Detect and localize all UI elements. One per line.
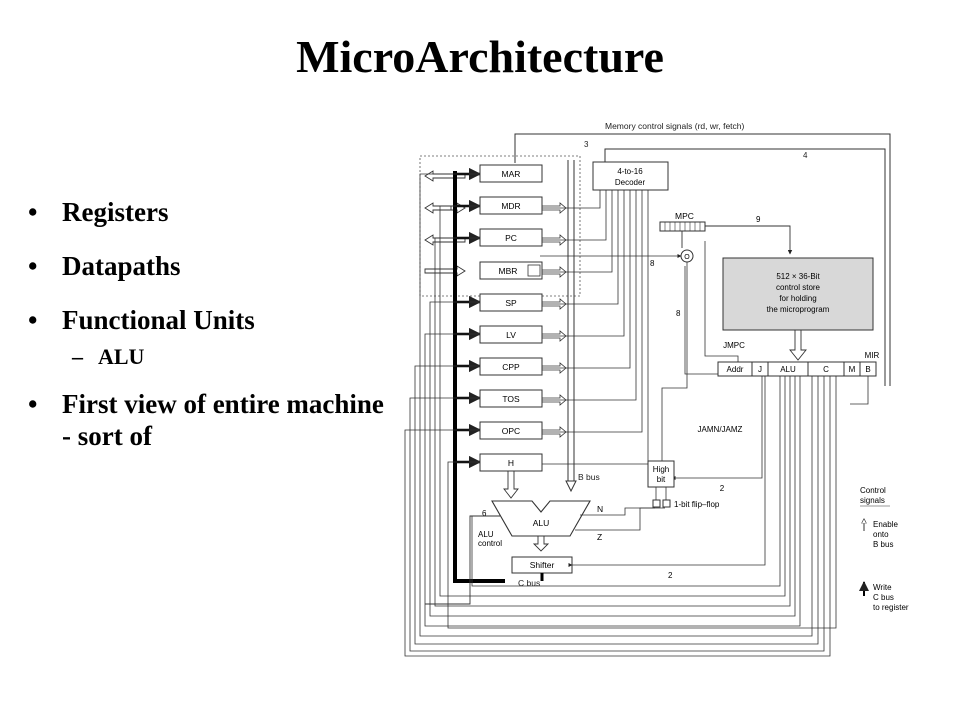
svg-text:bit: bit: [657, 475, 666, 484]
svg-text:MBR: MBR: [499, 266, 518, 276]
svg-text:8: 8: [650, 259, 655, 268]
h-to-alu-arrow: [503, 470, 519, 499]
svg-text:JMPC: JMPC: [723, 341, 745, 350]
memory-arrows: [424, 170, 466, 277]
control-signals-legend: Control signals Enable onto B bus Write …: [859, 486, 909, 612]
svg-text:for holding: for holding: [779, 294, 816, 303]
svg-text:MIR: MIR: [865, 351, 880, 360]
svg-text:2: 2: [720, 484, 725, 493]
bullet-dot: •: [28, 197, 38, 227]
decoder: 4-to-16 Decoder: [542, 161, 669, 465]
svg-text:CPP: CPP: [502, 362, 520, 372]
svg-text:the microprogram: the microprogram: [767, 305, 830, 314]
register-lv: LV: [479, 325, 543, 344]
bullet-datapaths: •Datapaths: [28, 251, 181, 281]
register-h: H: [479, 453, 543, 472]
register-mbr: MBR: [479, 261, 543, 280]
bus-width-3: 3: [584, 140, 589, 149]
svg-text:Addr: Addr: [727, 365, 744, 374]
memory-control-signals: Memory control signals (rd, wr, fetch) 3…: [514, 121, 891, 386]
register-pc: PC: [479, 228, 543, 247]
svg-text:8: 8: [676, 309, 681, 318]
svg-text:MAR: MAR: [502, 169, 521, 179]
svg-text:C bus: C bus: [873, 593, 894, 602]
register-mdr: MDR: [479, 196, 543, 215]
svg-text:B bus: B bus: [873, 540, 893, 549]
high-bit: High bit 1-bit flip–flop: [647, 460, 720, 509]
svg-text:JAMN/JAMZ: JAMN/JAMZ: [698, 425, 743, 434]
svg-text:Enable: Enable: [873, 520, 898, 529]
register-stack: MAR MDR PC MBR SP LV CPP TOS OPC H: [479, 164, 543, 472]
svg-text:6: 6: [482, 509, 487, 518]
svg-text:control store: control store: [776, 283, 821, 292]
svg-text:1-bit flip–flop: 1-bit flip–flop: [674, 500, 720, 509]
microarchitecture-diagram: Memory control signals (rd, wr, fetch) 3…: [404, 121, 909, 657]
sub-bullet-alu: –ALU: [72, 344, 145, 369]
svg-text:B: B: [865, 365, 870, 374]
bullet-dot: •: [28, 305, 38, 335]
svg-text:C: C: [823, 365, 829, 374]
c-bus-label: C bus: [518, 578, 540, 588]
slide-title: MicroArchitecture: [296, 31, 664, 82]
svg-text:TOS: TOS: [502, 394, 520, 404]
svg-text:PC: PC: [505, 233, 517, 243]
bullet-dot: •: [28, 389, 38, 419]
register-tos: TOS: [479, 389, 543, 408]
b-bus: B bus: [541, 160, 600, 493]
memory-signals-label: Memory control signals (rd, wr, fetch): [605, 121, 745, 131]
n-flag-label: N: [597, 504, 603, 514]
register-cpp: CPP: [479, 357, 543, 376]
svg-text:512 × 36-Bit: 512 × 36-Bit: [776, 272, 820, 281]
svg-text:Write: Write: [873, 583, 892, 592]
svg-text:ALU: ALU: [780, 365, 796, 374]
bullet-functional-units: •Functional Units: [28, 305, 255, 335]
svg-text:OPC: OPC: [502, 426, 520, 436]
b-bus-label: B bus: [578, 472, 600, 482]
svg-text:H: H: [508, 458, 514, 468]
register-opc: OPC: [479, 421, 543, 440]
bullet-first-view: •First view of entire machine - sort of: [28, 389, 384, 451]
sub-bullet-dash: –: [72, 344, 83, 369]
svg-text:MDR: MDR: [501, 201, 520, 211]
svg-text:J: J: [758, 365, 762, 374]
svg-text:O: O: [684, 254, 690, 261]
svg-text:LV: LV: [506, 330, 516, 340]
svg-text:signals: signals: [860, 496, 885, 505]
shifter: Shifter 2: [511, 376, 766, 581]
bus-width-4: 4: [803, 151, 808, 160]
bullet-dot: •: [28, 251, 38, 281]
alu-label: ALU: [533, 518, 550, 528]
svg-text:Decoder: Decoder: [615, 178, 646, 187]
svg-text:MPC: MPC: [675, 211, 694, 221]
svg-text:High: High: [653, 465, 669, 474]
register-mar: MAR: [479, 164, 543, 183]
svg-text:2: 2: [668, 571, 673, 580]
svg-text:Shifter: Shifter: [530, 560, 555, 570]
svg-text:9: 9: [756, 215, 761, 224]
bullet-registers: •Registers: [28, 197, 169, 227]
svg-text:SP: SP: [505, 298, 517, 308]
z-flag-label: Z: [597, 532, 602, 542]
control-wiring: [404, 173, 837, 657]
bullet-list: •Registers •Datapaths •Functional Units …: [28, 196, 388, 474]
register-sp: SP: [479, 293, 543, 312]
mpc: MPC 9 O 8 8: [540, 211, 793, 461]
svg-text:Control: Control: [860, 486, 886, 495]
svg-text:onto: onto: [873, 530, 889, 539]
control-store: 512 × 36-Bit control store for holding t…: [722, 257, 874, 361]
mir: MIR JMPC Addr J ALU C M B JAMN/JAMZ 2: [671, 241, 880, 493]
svg-text:M: M: [849, 365, 856, 374]
svg-text:4-to-16: 4-to-16: [617, 167, 643, 176]
svg-text:to register: to register: [873, 603, 909, 612]
